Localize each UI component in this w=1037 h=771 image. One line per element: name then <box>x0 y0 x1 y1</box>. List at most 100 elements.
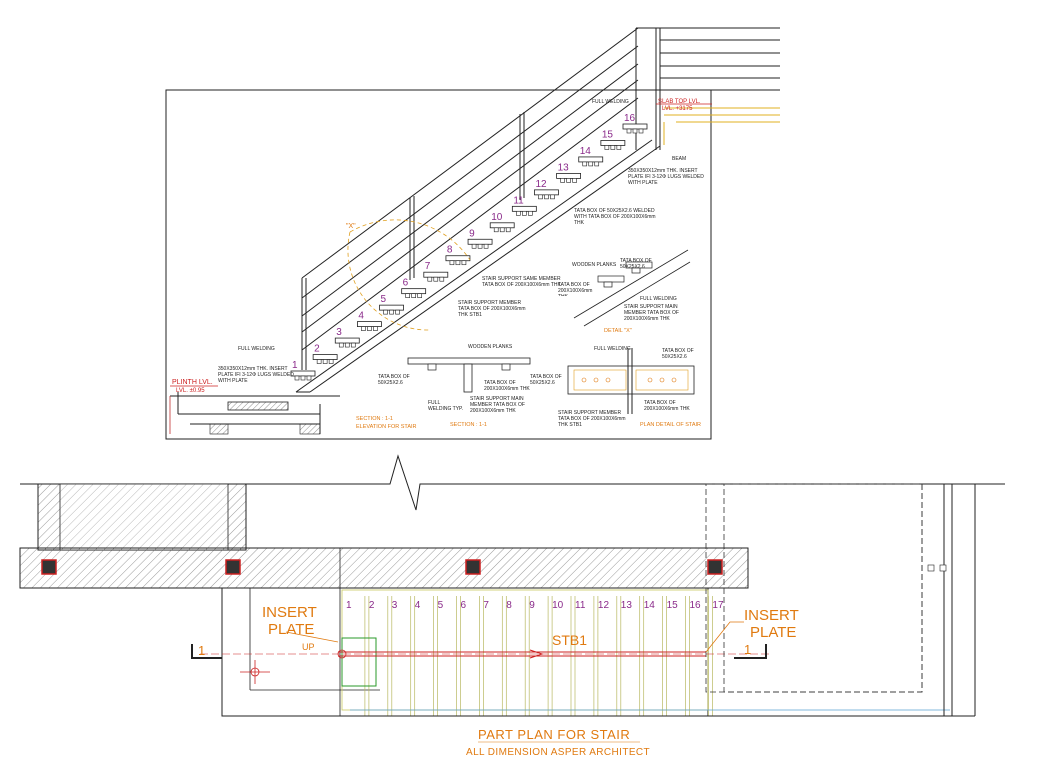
tread-support <box>610 145 616 150</box>
tread-support <box>383 309 388 315</box>
tread-support <box>544 194 549 200</box>
plan-detail-tata-bottom: TATA BOX OF 200X100X6mm THK <box>644 400 690 412</box>
plan-step-number: 6 <box>461 600 467 611</box>
tread-support <box>528 211 533 216</box>
columns <box>41 559 723 575</box>
insert-plate-right-label-2: PLATE <box>750 624 796 641</box>
plan-step-number: 12 <box>598 600 610 611</box>
tread <box>600 140 626 146</box>
stringer <box>295 139 661 393</box>
section-marker-right: 1 <box>734 642 767 659</box>
insert-plate-top-note: 350X350X12mm THK. INSERT PLATE IFI 3-12Φ… <box>628 168 704 186</box>
plan-step-number: 17 <box>712 600 724 611</box>
plan-detail-stair-support: STAIR SUPPORT MEMBER TATA BOX OF 200X100… <box>558 410 626 428</box>
section-tata-box-left: TATA BOX OF 50X25X2.6 <box>378 374 410 386</box>
detail-tata200-fo: TATA BOX OF 200X100X6mm THK <box>558 282 593 296</box>
step-number: 13 <box>558 162 570 173</box>
tread-support <box>322 359 328 364</box>
tread-support <box>449 260 455 266</box>
step-number: 10 <box>491 212 503 223</box>
tread-support <box>439 276 445 282</box>
section-weld-fo: FULL WELDING TYP. <box>428 400 464 412</box>
insert-plate-left-label-1: INSERT <box>262 604 317 621</box>
plan-step-number: 13 <box>621 600 633 611</box>
detail-stair-support: STAIR SUPPORT MAIN MEMBER TATA BOX OF 20… <box>624 304 679 322</box>
insert-plate-bottom-fo: 350X350X12mm THK. INSERT PLATE IFI 3-12Φ… <box>218 366 294 384</box>
tata-box-top-note: TATA BOX OF 50X25X2.6 WELDED WITH TATA B… <box>574 208 656 226</box>
section-tata-box-main: TATA BOX OF 200X100X6mm THK <box>484 380 530 392</box>
section-full-welding: FULL WELDING TYP. <box>428 400 464 412</box>
tata-box-top-fo: TATA BOX OF 50X25X2.6 WELDED WITH TATA B… <box>574 208 656 226</box>
tread-support <box>461 260 467 266</box>
plan-detail-support-fo: STAIR SUPPORT MEMBER TATA BOX OF 200X100… <box>558 410 626 428</box>
tread-support <box>516 211 521 216</box>
step-number: 3 <box>336 327 342 338</box>
plinth-label: PLINTH LVL. <box>172 379 213 386</box>
stb-label: STB1 <box>552 632 587 648</box>
step-number: 8 <box>447 245 453 256</box>
beam-band <box>19 547 749 589</box>
plan-subtitle: ALL DIMENSION ASPER ARCHITECT <box>466 747 650 758</box>
tread-support <box>427 276 433 282</box>
tread-support <box>411 293 416 298</box>
tread <box>622 123 648 130</box>
tread <box>334 337 360 344</box>
tread-support <box>417 293 422 298</box>
tread-support <box>389 309 394 315</box>
tread <box>511 205 537 212</box>
step-number: 2 <box>314 344 320 355</box>
leader-right <box>705 621 744 653</box>
tread-support <box>405 293 410 298</box>
plan-step-number: 15 <box>667 600 679 611</box>
section-marker-left: 1 <box>191 643 222 659</box>
tread <box>356 321 382 328</box>
tread-support <box>338 342 344 348</box>
plan-step-number: 8 <box>506 600 512 611</box>
detail-x-circle <box>347 231 431 331</box>
plan-step-number: 10 <box>552 600 564 611</box>
tread-support <box>300 375 306 381</box>
section-tata-main-fo: TATA BOX OF 200X100X6mm THK <box>484 380 530 392</box>
break-line <box>20 454 1005 511</box>
tread <box>578 156 604 163</box>
full-welding-top: FULL WELDING <box>592 99 629 105</box>
insert-plate-top-fo: 350X350X12mm THK. INSERT PLATE IFI 3-12Φ… <box>628 168 704 186</box>
slab-top-yellow <box>663 107 780 145</box>
detail-full-welding: FULL WELDING <box>640 296 677 302</box>
detail-support-fo: STAIR SUPPORT MAIN MEMBER TATA BOX OF 20… <box>624 304 679 322</box>
tread-support <box>316 359 322 364</box>
section-marker-right-label: 1 <box>744 642 751 657</box>
detail-wooden-planks: WOODEN PLANKS <box>572 262 617 268</box>
tread-support <box>550 194 555 200</box>
tread-support <box>471 243 477 249</box>
tread-support <box>522 211 527 216</box>
section-marker-left-label: 1 <box>198 643 205 658</box>
detail-x: WOODEN PLANKS TATA BOX OF 50X25X2.6 TATA… <box>558 249 691 334</box>
plan-step-number: 4 <box>415 600 421 611</box>
step-number: 9 <box>469 228 475 239</box>
step-number: 1 <box>292 360 298 371</box>
step-number: 15 <box>602 129 614 140</box>
plan-step-number: 9 <box>529 600 535 611</box>
tread <box>312 354 338 360</box>
tread-support <box>455 260 461 266</box>
up-label: UP <box>302 642 315 652</box>
plan-detail-title: PLAN DETAIL OF STAIR <box>640 422 701 428</box>
detail-tata-box-200: TATA BOX OF 200X100X6mm THK <box>558 282 593 296</box>
tread-support <box>604 145 610 150</box>
detail-tata-box-50: TATA BOX OF 50X25X2.6 <box>620 258 652 270</box>
plinth-level: LVL. ±0.95 <box>176 388 205 394</box>
plan-step-number: 5 <box>438 600 444 611</box>
beam-label: BEAM <box>672 156 686 162</box>
tread <box>445 255 471 262</box>
full-welding-bottom: FULL WELDING <box>238 346 275 352</box>
detail-x-mark: "X" <box>346 223 356 230</box>
section-title: SECTION : 1-1 <box>450 422 487 428</box>
tread-support <box>395 309 400 315</box>
insert-plate-bottom-note: 350X350X12mm THK. INSERT PLATE IFI 3-12Φ… <box>218 366 294 384</box>
tread-support <box>505 227 511 233</box>
tread-support <box>560 178 565 183</box>
